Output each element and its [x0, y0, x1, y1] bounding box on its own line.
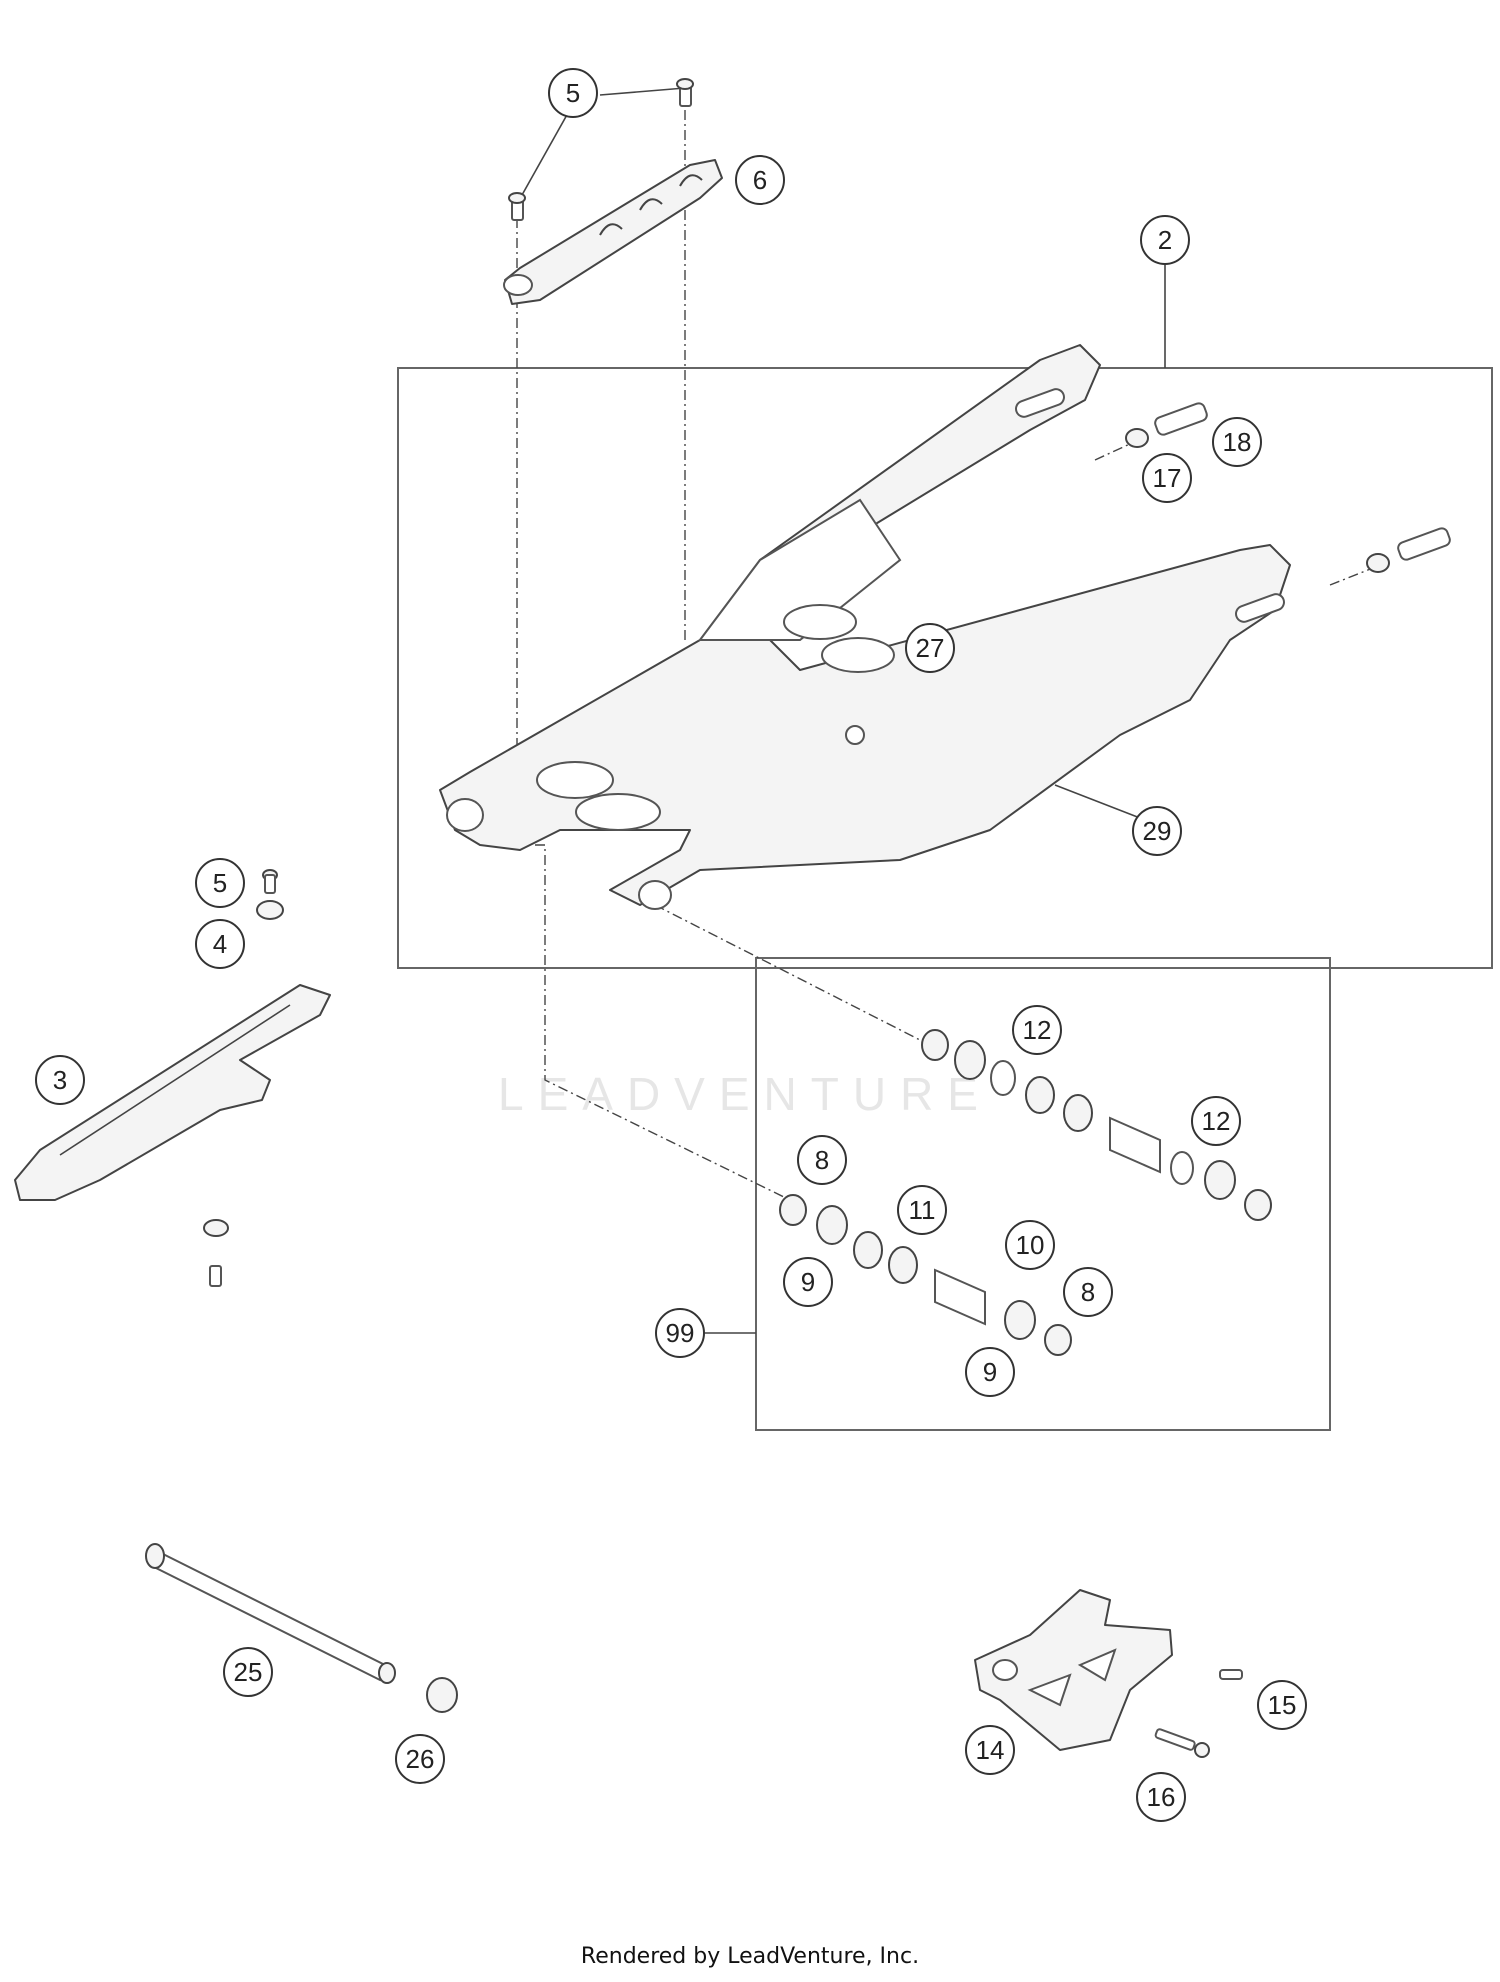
callout-9: 9 — [965, 1347, 1015, 1397]
svg-text:25: 25 — [234, 1657, 263, 1687]
callout-9: 9 — [783, 1257, 833, 1307]
callout-12: 12 — [1012, 1005, 1062, 1055]
svg-text:27: 27 — [916, 633, 945, 663]
callout-2: 2 — [1140, 215, 1190, 265]
callout-12: 12 — [1191, 1096, 1241, 1146]
svg-text:8: 8 — [1081, 1277, 1095, 1307]
callout-11: 11 — [897, 1185, 947, 1235]
chain-slider-part — [14, 984, 331, 1201]
callout-17: 17 — [1142, 453, 1192, 503]
slider-fastener-part — [203, 869, 284, 1287]
callout-5: 5 — [195, 858, 245, 908]
callout-14: 14 — [965, 1725, 1015, 1775]
callout-8: 8 — [1063, 1267, 1113, 1317]
callout-29: 29 — [1132, 806, 1182, 856]
callout-4: 4 — [195, 919, 245, 969]
svg-text:99: 99 — [666, 1318, 695, 1348]
callout-5: 5 — [548, 68, 598, 118]
svg-text:11: 11 — [909, 1195, 936, 1225]
bearing-kit-parts — [779, 1029, 1272, 1356]
svg-text:9: 9 — [801, 1267, 815, 1297]
callout-99: 99 — [655, 1308, 705, 1358]
svg-text:29: 29 — [1143, 816, 1172, 846]
render-credit-footer: Rendered by LeadVenture, Inc. — [580, 1944, 920, 1969]
svg-text:14: 14 — [976, 1735, 1005, 1765]
callout-16: 16 — [1136, 1772, 1186, 1822]
svg-text:15: 15 — [1268, 1690, 1297, 1720]
svg-text:5: 5 — [213, 868, 227, 898]
swingarm-part — [439, 344, 1291, 910]
bearing-kit-frame — [755, 957, 1331, 1431]
svg-text:8: 8 — [815, 1145, 829, 1175]
callout-18: 18 — [1212, 417, 1262, 467]
leader-lines — [521, 87, 1166, 1334]
axle-adjuster-part — [1125, 402, 1451, 573]
chain-slider-top-part — [504, 159, 723, 305]
svg-text:17: 17 — [1153, 463, 1182, 493]
svg-text:26: 26 — [406, 1744, 435, 1774]
callout-27: 27 — [905, 623, 955, 673]
screw-part — [508, 78, 694, 221]
swingarm-pivot-axle-part — [145, 1543, 458, 1713]
callout-10: 10 — [1005, 1220, 1055, 1270]
chain-guide-part — [974, 1589, 1243, 1758]
swingarm-assembly-frame — [397, 367, 1493, 969]
svg-text:4: 4 — [213, 929, 227, 959]
callout-25: 25 — [223, 1647, 273, 1697]
svg-text:9: 9 — [983, 1357, 997, 1387]
callout-15: 15 — [1257, 1680, 1307, 1730]
callout-3: 3 — [35, 1055, 85, 1105]
svg-text:3: 3 — [53, 1065, 67, 1095]
svg-text:5: 5 — [566, 78, 580, 108]
svg-text:12: 12 — [1202, 1106, 1231, 1136]
svg-text:18: 18 — [1223, 427, 1252, 457]
callout-8: 8 — [797, 1135, 847, 1185]
callout-6: 6 — [735, 155, 785, 205]
svg-text:12: 12 — [1023, 1015, 1052, 1045]
svg-text:6: 6 — [753, 165, 767, 195]
svg-text:10: 10 — [1016, 1230, 1045, 1260]
svg-text:16: 16 — [1147, 1782, 1176, 1812]
svg-text:2: 2 — [1158, 225, 1172, 255]
watermark-text: LEADVENTURE — [498, 1068, 992, 1120]
callout-26: 26 — [395, 1734, 445, 1784]
